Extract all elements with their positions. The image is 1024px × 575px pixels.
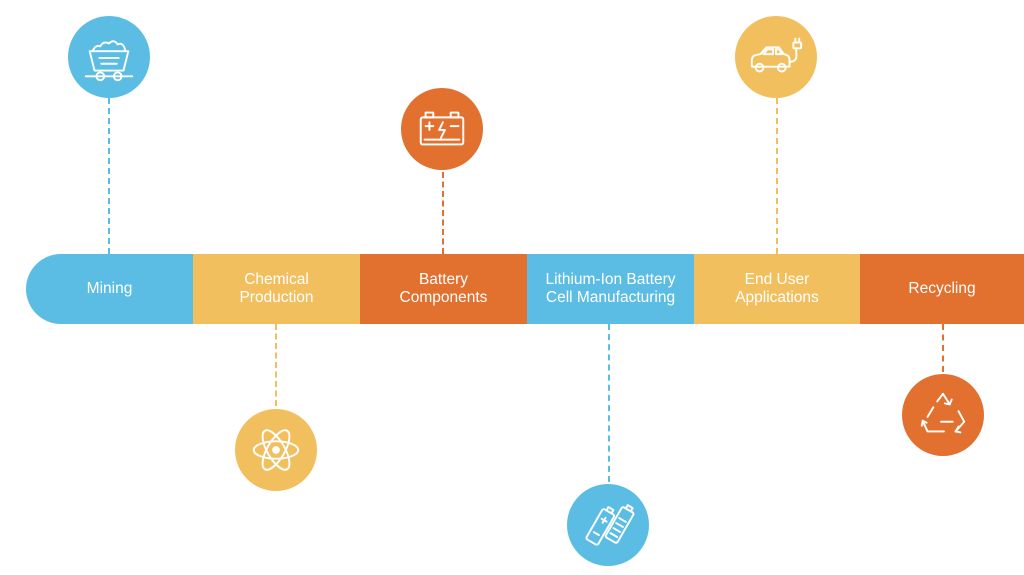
stage-recycling: Recycling <box>860 254 1024 324</box>
connector-cell-manufacturing <box>608 324 610 482</box>
connector-recycling <box>942 324 944 372</box>
stage-label-cell-manufacturing: Lithium-Ion Battery Cell Manufacturing <box>545 271 676 306</box>
atom-icon <box>235 409 317 491</box>
recycle-icon <box>902 374 984 456</box>
stage-label-chemical-production: Chemical Production <box>239 271 314 306</box>
connector-mining <box>108 98 110 254</box>
stage-label-recycling: Recycling <box>908 280 976 297</box>
connector-end-user-applications <box>776 98 778 254</box>
stage-mining: Mining <box>26 254 193 324</box>
mine-cart-icon <box>68 16 150 98</box>
stage-cell-manufacturing: Lithium-Ion Battery Cell Manufacturing <box>527 254 694 324</box>
car-battery-icon <box>401 88 483 170</box>
stage-end-user-applications: End User Applications <box>694 254 860 324</box>
stage-label-mining: Mining <box>86 280 133 297</box>
stage-label-end-user-applications: End User Applications <box>735 271 819 306</box>
electric-car-icon <box>735 16 817 98</box>
stage-label-battery-components: Battery Components <box>399 271 488 306</box>
connector-battery-components <box>442 172 444 254</box>
connector-chemical-production <box>275 324 277 406</box>
stage-battery-components: Battery Components <box>360 254 527 324</box>
aa-batteries-icon <box>567 484 649 566</box>
stage-chemical-production: Chemical Production <box>193 254 360 324</box>
